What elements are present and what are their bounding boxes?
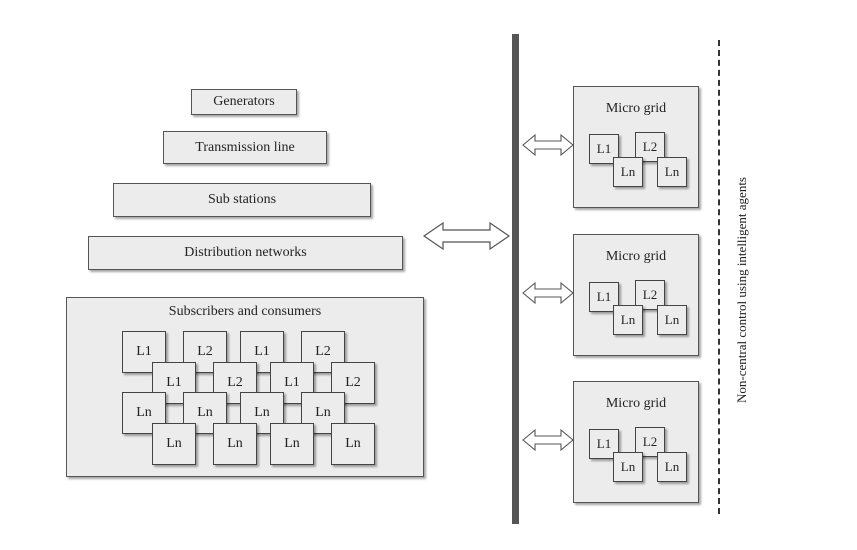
distribution-networks-box: Distribution networks (88, 236, 403, 270)
microgrid-title: Micro grid (605, 396, 667, 411)
distribution-networks-label: Distribution networks (184, 245, 307, 260)
dashed-separator (718, 40, 720, 514)
sub-stations-label: Sub stations (207, 192, 277, 207)
bidirectional-arrow-main (422, 221, 511, 251)
transmission-line-box: Transmission line (163, 131, 327, 164)
load-box: Ln (331, 423, 375, 465)
microgrid-title: Micro grid (605, 249, 667, 264)
bidirectional-arrow-microgrid (522, 281, 574, 305)
bidirectional-arrow-microgrid (522, 428, 574, 452)
generators-box: Generators (191, 89, 297, 115)
load-box: Ln (152, 423, 196, 465)
load-box: Ln (270, 423, 314, 465)
sub-stations-box: Sub stations (113, 183, 371, 217)
microgrid-load-box: Ln (657, 452, 687, 482)
microgrid-load-box: L1 (589, 429, 619, 459)
transmission-line-label: Transmission line (195, 139, 295, 155)
microgrid-load-box: Ln (657, 305, 687, 335)
load-box: Ln (213, 423, 257, 465)
load-box: L2 (331, 362, 375, 404)
power-bus-line (512, 34, 519, 524)
microgrid-title: Micro grid (605, 101, 667, 116)
bidirectional-arrow-microgrid (522, 133, 574, 157)
microgrid-load-box: Ln (613, 452, 643, 482)
microgrid-load-box: Ln (613, 305, 643, 335)
microgrid-load-box: Ln (613, 157, 643, 187)
side-label: Non-central control using intelligent ag… (734, 177, 749, 403)
subscribers-title: Subscribers and consumers (168, 304, 322, 319)
microgrid-load-box: Ln (657, 157, 687, 187)
generators-label: Generators (213, 94, 275, 109)
